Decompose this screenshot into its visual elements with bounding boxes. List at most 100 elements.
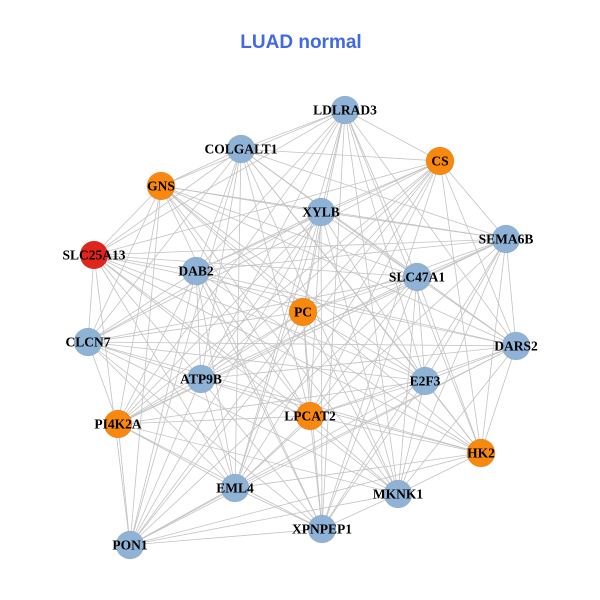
labels-layer: LDLRAD3COLGALT1CSGNSXYLBSEMA6BSLC25A13DA… (62, 103, 538, 553)
node-label-ldlrad3: LDLRAD3 (313, 103, 377, 118)
edge-pc-eml4 (234, 311, 304, 489)
node-eml4 (220, 473, 250, 503)
edge-slc25a13-slc47a1 (93, 254, 418, 278)
node-label-mknk1: MKNK1 (373, 487, 423, 502)
edge-sema6b-pi4k2a (117, 238, 507, 425)
edge-e2f3-lpcat2 (309, 380, 426, 417)
edge-slc47a1-pon1 (129, 276, 418, 546)
edge-ldlrad3-dab2 (195, 109, 346, 272)
node-xylb (306, 197, 336, 227)
edge-e2f3-hk2 (424, 380, 482, 454)
edge-lpcat2-xpnpep1 (309, 415, 323, 530)
edge-gns-clcn7 (87, 185, 162, 343)
edge-e2f3-pi4k2a (117, 380, 426, 425)
node-label-xylb: XYLB (302, 205, 340, 220)
edge-slc47a1-mknk1 (397, 276, 418, 495)
edge-colgalt1-sema6b (240, 148, 507, 240)
edge-slc47a1-e2f3 (416, 276, 426, 382)
edge-clcn7-xpnpep1 (87, 341, 323, 530)
node-label-eml4: EML4 (216, 481, 254, 496)
edge-pc-mknk1 (302, 311, 399, 495)
edge-pi4k2a-eml4 (117, 423, 236, 489)
edge-ldlrad3-xpnpep1 (321, 109, 346, 530)
edge-colgalt1-eml4 (234, 148, 242, 489)
edge-sema6b-slc47a1 (416, 238, 507, 278)
edge-clcn7-dars2 (87, 341, 517, 347)
node-e2f3 (410, 366, 440, 396)
edge-dab2-pi4k2a (117, 270, 197, 425)
edge-slc25a13-eml4 (93, 254, 236, 489)
node-atp9b (186, 364, 216, 394)
edge-clcn7-e2f3 (87, 341, 426, 382)
edge-slc47a1-dars2 (416, 276, 517, 347)
edge-slc47a1-pi4k2a (117, 276, 418, 425)
chart-title: LUAD normal (240, 32, 361, 53)
edge-dab2-hk2 (195, 270, 482, 454)
edge-colgalt1-dars2 (240, 148, 517, 347)
edge-xylb-mknk1 (320, 211, 399, 495)
node-label-slc25a13: SLC25A13 (62, 248, 125, 263)
node-label-gns: GNS (147, 179, 175, 194)
edge-ldlrad3-cs (344, 109, 441, 162)
edge-sema6b-atp9b (200, 238, 507, 380)
node-label-hk2: HK2 (467, 446, 495, 461)
edge-dars2-e2f3 (424, 345, 517, 382)
node-label-clcn7: CLCN7 (65, 335, 110, 350)
edge-ldlrad3-xylb (320, 109, 346, 213)
node-pi4k2a (103, 409, 133, 439)
edge-gns-e2f3 (160, 185, 426, 382)
edge-dab2-xpnpep1 (195, 270, 323, 530)
edge-pi4k2a-lpcat2 (117, 415, 311, 425)
node-label-pi4k2a: PI4K2A (94, 417, 142, 432)
edge-cs-atp9b (200, 160, 441, 380)
edge-xylb-e2f3 (320, 211, 426, 382)
edge-dab2-pc (195, 270, 304, 313)
node-dars2 (501, 331, 531, 361)
edge-cs-lpcat2 (309, 160, 441, 417)
edge-cs-eml4 (234, 160, 441, 489)
edge-atp9b-eml4 (200, 378, 236, 489)
edge-eml4-xpnpep1 (234, 487, 323, 530)
edge-xylb-pc (302, 211, 322, 313)
edge-dars2-pon1 (129, 345, 517, 546)
edge-sema6b-eml4 (234, 238, 507, 489)
edge-lpcat2-eml4 (234, 415, 311, 489)
node-label-colgalt1: COLGALT1 (204, 142, 277, 157)
edge-atp9b-pi4k2a (117, 378, 202, 425)
edge-cs-dars2 (439, 160, 517, 347)
edge-ldlrad3-atp9b (200, 109, 346, 380)
edge-xylb-sema6b (320, 211, 507, 240)
edge-atp9b-hk2 (200, 378, 482, 454)
edge-clcn7-hk2 (87, 341, 482, 454)
edge-dars2-eml4 (234, 345, 517, 489)
edge-sema6b-e2f3 (424, 238, 507, 382)
edge-dab2-clcn7 (87, 270, 197, 343)
edge-gns-pon1 (129, 185, 162, 546)
edge-slc47a1-xpnpep1 (321, 276, 418, 530)
edge-gns-slc47a1 (160, 185, 418, 278)
node-clcn7 (73, 327, 103, 357)
edge-clcn7-mknk1 (87, 341, 399, 495)
edge-dab2-dars2 (195, 270, 517, 347)
edge-slc25a13-lpcat2 (93, 254, 311, 417)
edge-clcn7-eml4 (87, 341, 236, 489)
edge-xylb-dab2 (195, 211, 322, 272)
node-gns (146, 171, 176, 201)
edge-slc47a1-hk2 (416, 276, 482, 454)
node-ldlrad3 (330, 95, 360, 125)
edge-slc25a13-hk2 (93, 254, 482, 454)
edge-slc47a1-clcn7 (87, 276, 418, 343)
edge-cs-sema6b (439, 160, 507, 240)
node-label-pon1: PON1 (112, 538, 147, 553)
edge-slc25a13-clcn7 (87, 254, 95, 343)
node-colgalt1 (226, 134, 256, 164)
edge-pc-atp9b (200, 311, 304, 380)
edge-colgalt1-pon1 (129, 148, 242, 546)
edge-hk2-eml4 (234, 452, 482, 489)
edge-hk2-mknk1 (397, 452, 482, 495)
edge-colgalt1-gns (160, 148, 242, 187)
edge-gns-pc (160, 185, 304, 313)
edge-xylb-xpnpep1 (320, 211, 323, 530)
